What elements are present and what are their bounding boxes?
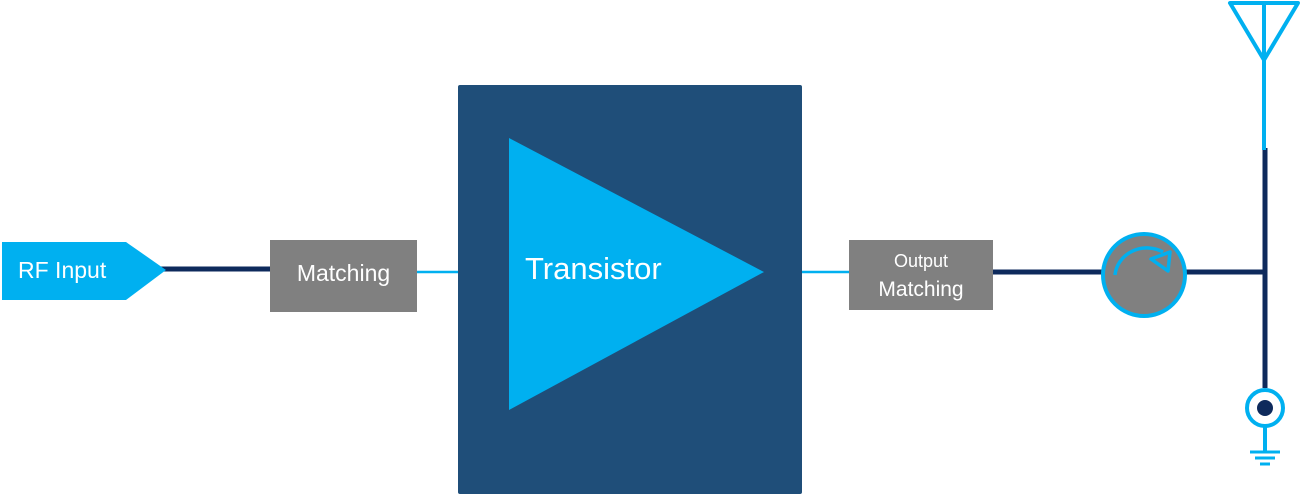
output-matching-label-line2: Matching — [878, 278, 963, 301]
output-matching-block: Output Matching — [849, 240, 993, 310]
matching-label: Matching — [297, 260, 390, 286]
rf-input-block: RF Input — [2, 242, 166, 300]
matching-box — [270, 240, 417, 312]
coax-inner-conductor — [1257, 400, 1273, 416]
output-matching-label-line1: Output — [894, 251, 948, 271]
coax-ground-icon — [1245, 388, 1285, 466]
circulator-arrow-arc — [1113, 246, 1164, 276]
rf-input-label: RF Input — [18, 257, 107, 283]
transistor-block: Transistor — [458, 85, 802, 494]
rf-input-shape — [2, 242, 166, 300]
matching-block: Matching — [270, 240, 417, 312]
circulator-arrowhead — [1149, 250, 1172, 273]
amplifier-triangle-icon — [509, 138, 764, 410]
transistor-label: Transistor — [525, 251, 662, 286]
output-matching-box — [849, 240, 993, 310]
circulator-icon — [1101, 232, 1187, 318]
antenna-icon — [1228, 1, 1300, 150]
